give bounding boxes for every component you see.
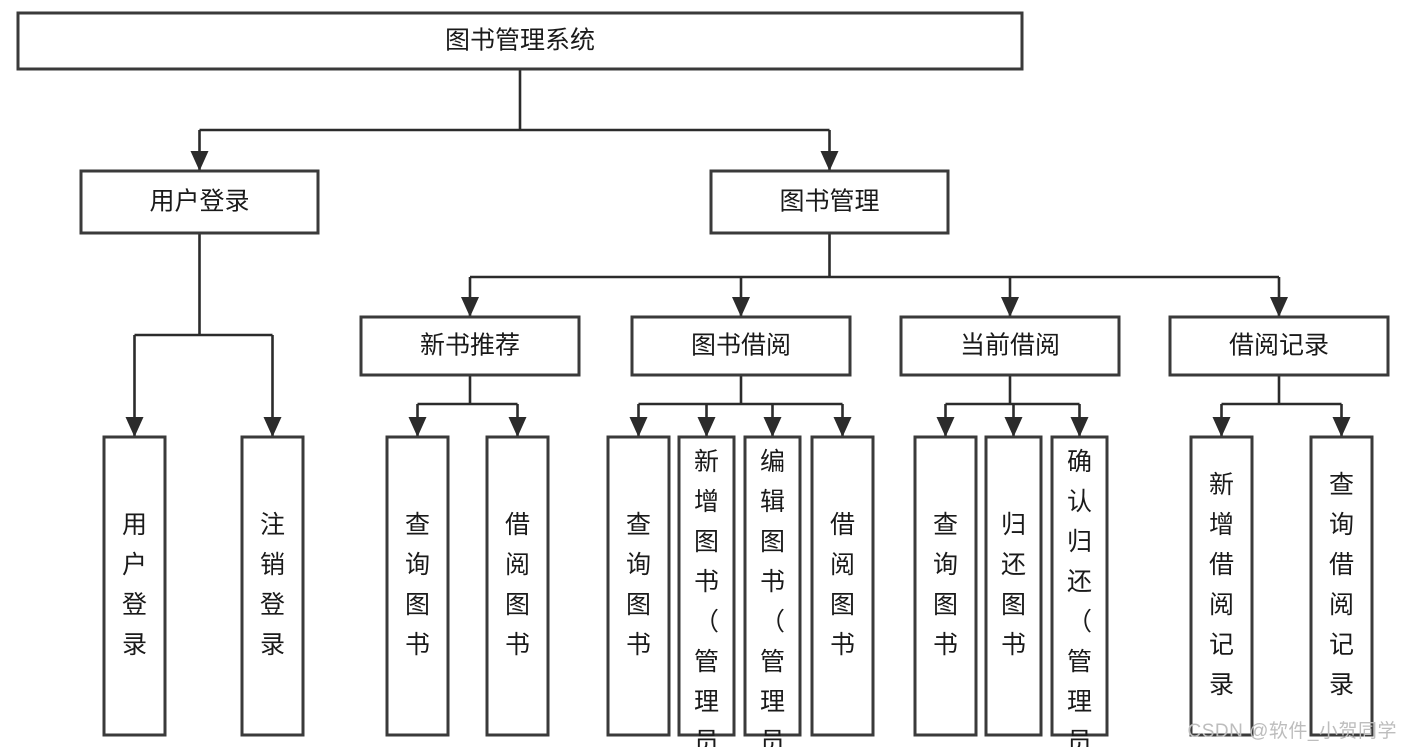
node-root-root-label: 图书管理系统 bbox=[445, 27, 595, 55]
node-leaf-edit-book-box[interactable] bbox=[743, 435, 802, 737]
node-book-manage-label: 图书管理 bbox=[779, 188, 879, 216]
node-borrow-record-label: 借阅记录 bbox=[1229, 332, 1329, 360]
node-user-login-label: 用户登录 bbox=[149, 188, 249, 216]
node-leaf-borrow-book-rec-box[interactable] bbox=[485, 435, 550, 737]
node-leaf-query-book-cur[interactable]: 查询图书 bbox=[913, 435, 978, 737]
node-current-borrow[interactable]: 当前借阅 bbox=[899, 315, 1121, 377]
node-book-borrow-box[interactable] bbox=[630, 315, 852, 377]
node-new-book-recommend[interactable]: 新书推荐 bbox=[359, 315, 581, 377]
connector-arrow-icon bbox=[190, 151, 209, 171]
node-leaf-query-record-box[interactable] bbox=[1309, 435, 1374, 737]
connector-arrow-icon bbox=[833, 417, 852, 437]
connector-arrow-icon bbox=[508, 417, 527, 437]
connector-arrow-icon bbox=[1270, 297, 1288, 317]
node-leaf-add-book-box[interactable] bbox=[677, 435, 736, 737]
node-leaf-borrow-book[interactable]: 借阅图书 bbox=[810, 435, 875, 737]
node-leaf-query-book-cur-box[interactable] bbox=[913, 435, 978, 737]
node-leaf-confirm-return[interactable]: 确认归还（管理员） bbox=[1050, 435, 1109, 747]
node-leaf-user-login-label: 用户登录 bbox=[122, 511, 147, 659]
node-book-borrow[interactable]: 图书借阅 bbox=[630, 315, 852, 377]
node-leaf-query-book-borrow-box[interactable] bbox=[606, 435, 671, 737]
node-leaf-add-record[interactable]: 新增借阅记录 bbox=[1189, 435, 1254, 737]
node-leaf-borrow-book-rec-label: 借阅图书 bbox=[505, 511, 530, 659]
connector-arrow-icon bbox=[820, 151, 839, 171]
node-leaf-query-record-label: 查询借阅记录 bbox=[1329, 471, 1354, 699]
node-leaf-logout-label: 注销登录 bbox=[260, 511, 285, 659]
connector-arrow-icon bbox=[1332, 417, 1351, 437]
node-leaf-return-book-label: 归还图书 bbox=[1001, 511, 1026, 659]
connector-arrow-icon bbox=[629, 417, 648, 437]
connector-arrow-icon bbox=[936, 417, 955, 437]
node-leaf-user-login-box[interactable] bbox=[102, 435, 167, 737]
connector-arrow-icon bbox=[408, 417, 427, 437]
node-leaf-add-record-box[interactable] bbox=[1189, 435, 1254, 737]
node-leaf-query-record[interactable]: 查询借阅记录 bbox=[1309, 435, 1374, 737]
nodes-layer: 图书管理系统用户登录图书管理新书推荐图书借阅当前借阅借阅记录用户登录注销登录查询… bbox=[16, 11, 1390, 747]
node-leaf-logout[interactable]: 注销登录 bbox=[240, 435, 305, 737]
connector-arrow-icon bbox=[1070, 417, 1089, 437]
node-leaf-query-book-borrow[interactable]: 查询图书 bbox=[606, 435, 671, 737]
node-borrow-record[interactable]: 借阅记录 bbox=[1168, 315, 1390, 377]
connectors-layer bbox=[125, 69, 1351, 437]
node-leaf-confirm-return-box[interactable] bbox=[1050, 435, 1109, 737]
node-leaf-add-book[interactable]: 新增图书（管理员） bbox=[677, 435, 736, 747]
node-leaf-query-book-rec[interactable]: 查询图书 bbox=[385, 435, 450, 737]
node-book-manage-box[interactable] bbox=[709, 169, 950, 235]
connector-arrow-icon bbox=[263, 417, 282, 437]
node-root-root-box[interactable] bbox=[16, 11, 1024, 71]
node-leaf-confirm-return-label: 确认归还（管理员） bbox=[1067, 448, 1092, 747]
node-leaf-edit-book[interactable]: 编辑图书（管理员） bbox=[743, 435, 802, 747]
node-leaf-query-book-rec-box[interactable] bbox=[385, 435, 450, 737]
csdn-watermark: CSDN @软件_小贺同学 bbox=[1187, 721, 1397, 742]
node-borrow-record-box[interactable] bbox=[1168, 315, 1390, 377]
connector-arrow-icon bbox=[732, 297, 750, 317]
connector-arrow-icon bbox=[697, 417, 716, 437]
node-current-borrow-label: 当前借阅 bbox=[960, 332, 1060, 360]
node-leaf-borrow-book-rec[interactable]: 借阅图书 bbox=[485, 435, 550, 737]
node-leaf-edit-book-label: 编辑图书（管理员） bbox=[760, 448, 785, 747]
connector-arrow-icon bbox=[1004, 417, 1023, 437]
connector-arrow-icon bbox=[1212, 417, 1231, 437]
node-leaf-return-book[interactable]: 归还图书 bbox=[984, 435, 1043, 737]
node-user-login[interactable]: 用户登录 bbox=[79, 169, 320, 235]
node-leaf-borrow-book-label: 借阅图书 bbox=[830, 511, 855, 659]
node-new-book-recommend-label: 新书推荐 bbox=[420, 332, 520, 360]
node-leaf-query-book-rec-label: 查询图书 bbox=[405, 511, 430, 659]
node-leaf-add-record-label: 新增借阅记录 bbox=[1209, 471, 1234, 699]
connector-arrow-icon bbox=[1001, 297, 1019, 317]
node-leaf-user-login[interactable]: 用户登录 bbox=[102, 435, 167, 737]
node-book-borrow-label: 图书借阅 bbox=[691, 332, 791, 360]
node-leaf-add-book-label: 新增图书（管理员） bbox=[694, 448, 719, 747]
node-root-root[interactable]: 图书管理系统 bbox=[16, 11, 1024, 71]
node-leaf-query-book-cur-label: 查询图书 bbox=[933, 511, 958, 659]
connector-arrow-icon bbox=[125, 417, 144, 437]
node-leaf-borrow-book-box[interactable] bbox=[810, 435, 875, 737]
node-book-manage[interactable]: 图书管理 bbox=[709, 169, 950, 235]
node-leaf-return-book-box[interactable] bbox=[984, 435, 1043, 737]
node-user-login-box[interactable] bbox=[79, 169, 320, 235]
connector-arrow-icon bbox=[461, 297, 479, 317]
node-current-borrow-box[interactable] bbox=[899, 315, 1121, 377]
node-new-book-recommend-box[interactable] bbox=[359, 315, 581, 377]
connector-arrow-icon bbox=[763, 417, 782, 437]
node-leaf-logout-box[interactable] bbox=[240, 435, 305, 737]
node-leaf-query-book-borrow-label: 查询图书 bbox=[626, 511, 651, 659]
